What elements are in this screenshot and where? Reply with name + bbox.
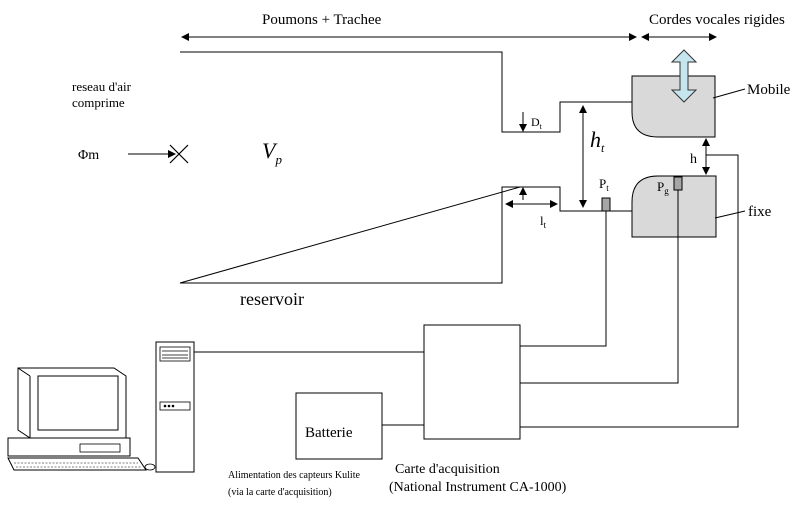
phi-m-label: Φm xyxy=(78,148,99,163)
mobile-vocal-fold xyxy=(631,75,716,138)
mobile-label: Mobile xyxy=(747,82,791,98)
battery-label: Batterie xyxy=(305,425,353,441)
h-label: h xyxy=(690,152,697,167)
reservoir-label: reservoir xyxy=(240,289,304,309)
reseau-label-line2: comprime xyxy=(72,95,125,110)
trachea-upper-wall xyxy=(520,101,632,133)
fixed-vocal-fold xyxy=(631,175,717,238)
pg-signal-wire xyxy=(520,190,679,384)
reseau-label-line1: reseau d'air xyxy=(72,79,132,94)
double-arrow-icon xyxy=(670,49,698,103)
pt-sensor xyxy=(601,197,611,212)
cross-icon xyxy=(169,144,189,164)
h-signal-wire xyxy=(520,154,739,428)
acquisition-card-box xyxy=(423,324,521,440)
poumons-trachee-label: Poumons + Trachee xyxy=(262,12,382,28)
pt-signal-wire xyxy=(520,211,607,347)
alim-label-line2: (via la carte d'acquisition) xyxy=(228,487,332,498)
ht-label: ht xyxy=(590,127,605,155)
carte-label-line2: (National Instrument CA-1000) xyxy=(389,480,567,495)
fixe-label: fixe xyxy=(748,204,772,220)
lt-label: lt xyxy=(540,213,547,230)
carte-label-line1: Carte d'acquisition xyxy=(395,462,500,477)
pg-label: Pg xyxy=(657,179,669,196)
pt-label: Pt xyxy=(599,176,609,193)
dt-label: Dt xyxy=(531,115,543,131)
alim-label-line1: Alimentation des capteurs Kulite xyxy=(228,470,360,481)
cordes-vocales-label: Cordes vocales rigides xyxy=(649,12,785,28)
mobile-leader-line xyxy=(712,88,746,99)
trachea-lower-wall xyxy=(520,186,632,212)
reservoir-outline xyxy=(179,51,521,284)
fixe-leader-line xyxy=(714,210,746,219)
desktop-computer-icon xyxy=(7,341,195,473)
vp-label: Vp xyxy=(262,138,282,167)
battery-box xyxy=(295,392,383,460)
pg-sensor xyxy=(673,176,683,191)
